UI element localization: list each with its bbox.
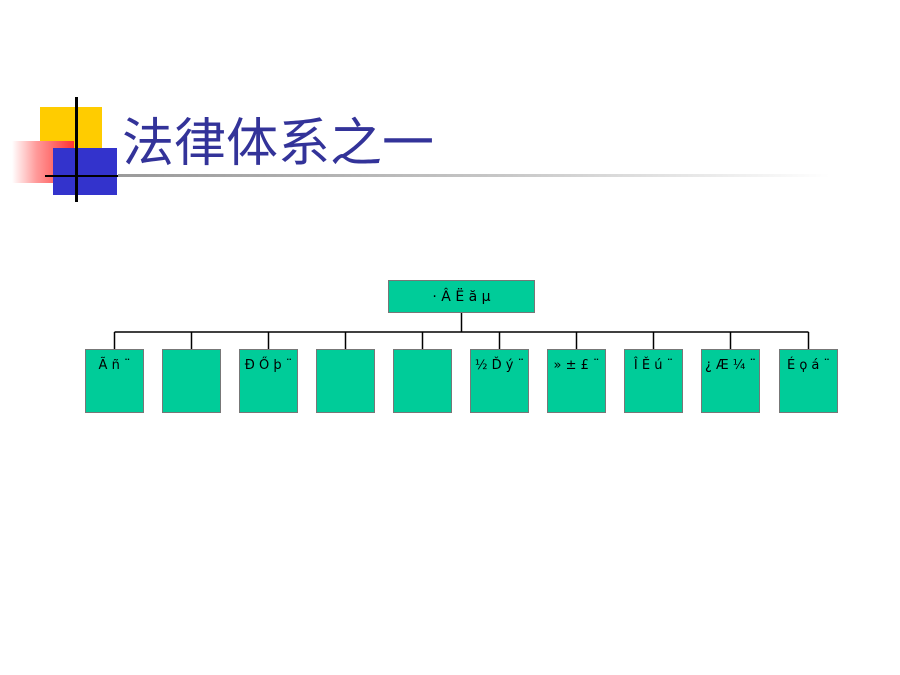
logo-vertical-line xyxy=(75,97,78,202)
org-child-box-1: Ã ñ ¨ xyxy=(85,349,144,413)
org-child-box-3: Ð Ő þ ¨ xyxy=(239,349,298,413)
org-child-box-8: Î Ě ú ¨ xyxy=(624,349,683,413)
slide-title: 法律体系之一 xyxy=(122,114,435,174)
org-child-box-9: ¿ Æ ¼ ¨ xyxy=(701,349,760,413)
logo-blue-square xyxy=(53,148,117,195)
org-child-box-10: É ϙ á ¨ xyxy=(779,349,838,413)
logo-horizontal-line xyxy=(45,175,120,177)
org-child-box-4 xyxy=(316,349,375,413)
org-child-box-5 xyxy=(393,349,452,413)
title-underline xyxy=(118,174,830,177)
org-child-box-6: ½ Ď ý ¨ xyxy=(470,349,529,413)
org-child-box-2 xyxy=(162,349,221,413)
org-root-box: · Â Ë ă µ xyxy=(388,280,535,313)
org-child-box-7: » ± £ ¨ xyxy=(547,349,606,413)
